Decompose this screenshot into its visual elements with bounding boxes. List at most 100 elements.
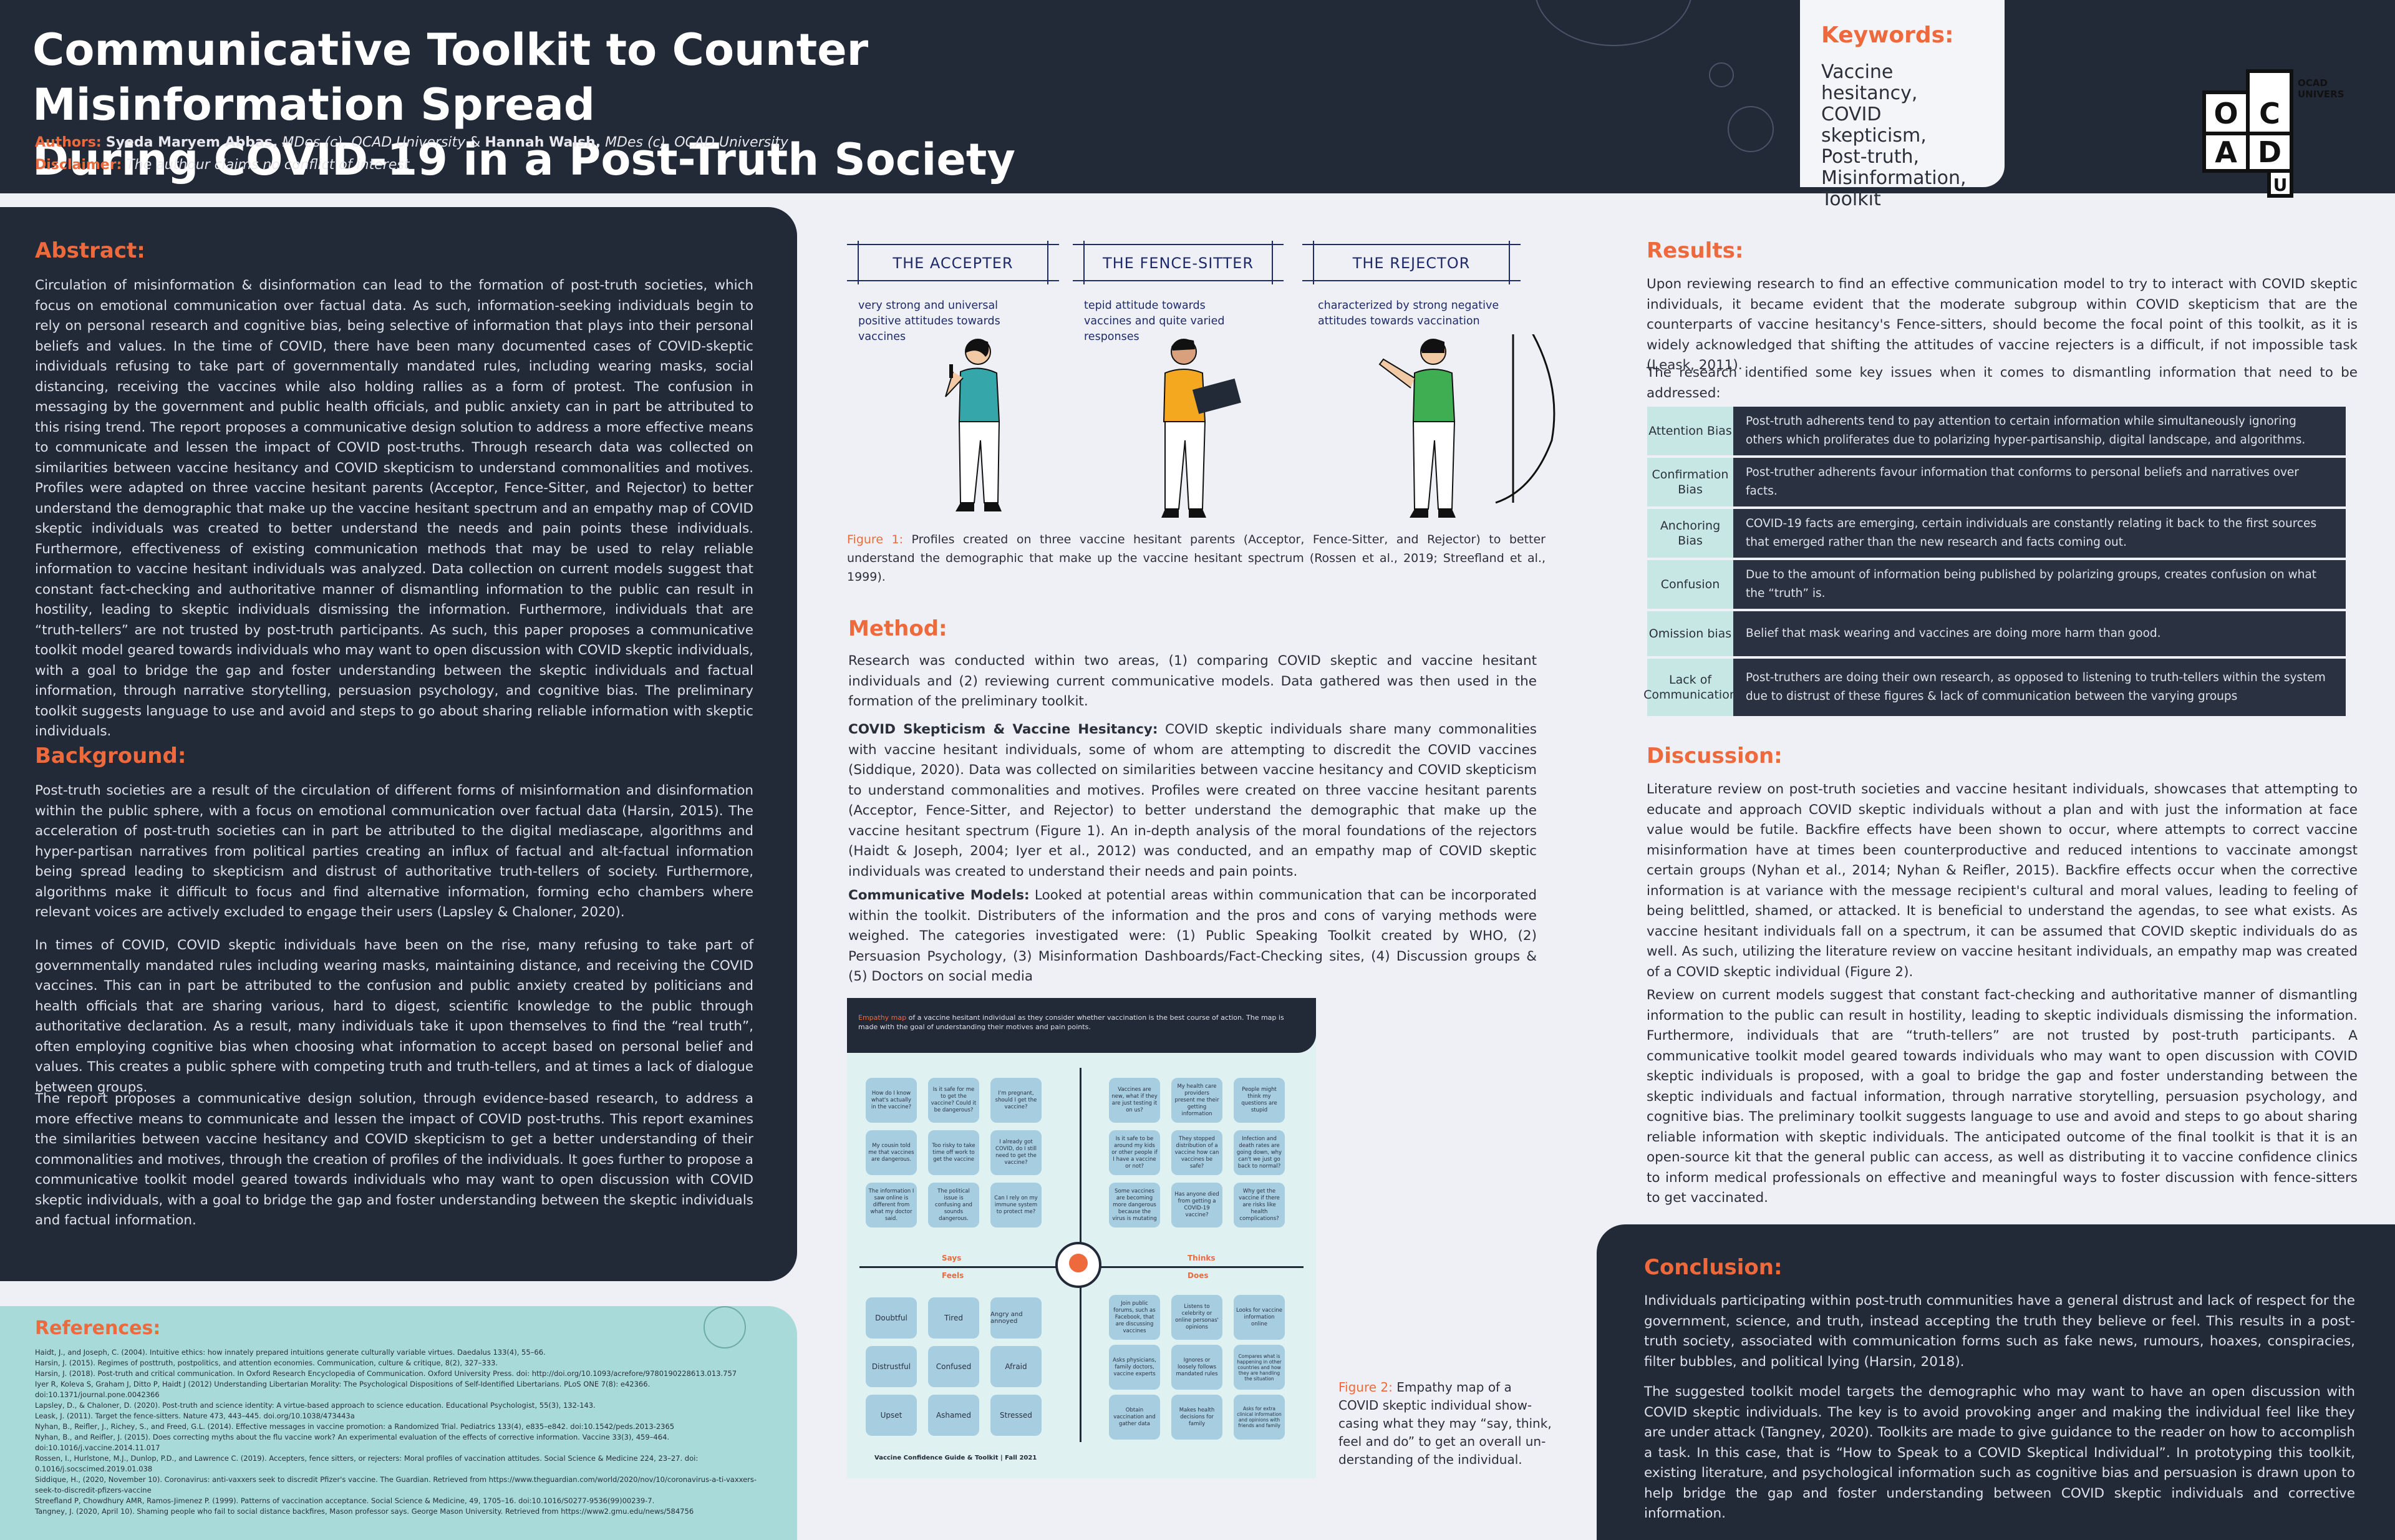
profile-fence-sitter-title: THE FENCE-SITTER: [1102, 254, 1254, 272]
method-p2-label: COVID Skepticism & Vaccine Hesitancy:: [848, 722, 1158, 737]
figure-2-caption-line: feel and do” to get an overall un-: [1338, 1434, 1546, 1449]
abstract-title: Abstract:: [35, 238, 145, 263]
conclusion-paragraph-2: The suggested toolkit model targets the …: [1644, 1384, 2355, 1521]
says-note: Is it safe for me to get the vaccine? Co…: [928, 1078, 979, 1123]
profile-accepter-title: THE ACCEPTER: [893, 254, 1014, 272]
thinks-note: My health care providers present me thei…: [1171, 1078, 1222, 1123]
author1-name: Syeda Maryem Abbas,: [105, 135, 278, 150]
row-label: Attention Bias: [1647, 407, 1733, 455]
says-note: The information I saw online is differen…: [866, 1183, 917, 1228]
does-note: Asks for extra clinical information and …: [1234, 1395, 1285, 1440]
empathy-map-footer: Vaccine Confidence Guide & Toolkit | Fal…: [874, 1455, 1037, 1461]
feels-note: Ashamed: [928, 1395, 979, 1436]
figure-2-caption: Figure 2: Empathy map of a COVID skeptic…: [1338, 1378, 1588, 1469]
says-note: Can I rely on my immune system to protec…: [990, 1183, 1042, 1228]
conclusion-panel: [1597, 1224, 2395, 1540]
does-note: Join public forums, such as Facebook, th…: [1109, 1295, 1160, 1340]
background-paragraph-2: In times of COVID, COVID skeptic individ…: [35, 937, 753, 1095]
empathy-map-feels-label: Feels: [942, 1271, 964, 1280]
keywords-title: Keywords:: [1821, 22, 1954, 48]
figure-1-caption: Figure 1: Profiles created on three vacc…: [847, 530, 1546, 586]
does-note: Listens to celebrity or online personas'…: [1171, 1295, 1222, 1340]
reference-item: Rossen, I., Hurlstone, M.J., Dunlop, P.D…: [35, 1454, 699, 1473]
authors-label: Authors:: [35, 135, 102, 150]
row-label: Lack of Communication: [1643, 659, 1737, 716]
method-title: Method:: [848, 616, 947, 641]
disclaimer-line: Disclaimer: The authour claims no confli…: [35, 157, 409, 173]
figure-2-caption-line: casing what they may “say, think,: [1338, 1416, 1552, 1431]
reference-item: Haidt, J., and Joseph, C. (2004). Intuit…: [35, 1348, 546, 1357]
thinks-note: Has anyone died from getting a COVID-19 …: [1171, 1183, 1222, 1228]
discussion-title: Discussion:: [1647, 743, 1783, 768]
empathy-map-header: [847, 998, 1316, 1053]
empathy-map-thinks-label: Thinks: [1188, 1254, 1216, 1262]
figure-2-label: Figure 2:: [1338, 1380, 1393, 1395]
results-title: Results:: [1647, 238, 1744, 263]
does-note: Asks physicians, family doctors, vaccine…: [1109, 1345, 1160, 1390]
profile-rejector-description: characterized by strong negative attitud…: [1318, 299, 1499, 327]
row-text: Post-truthers are doing their own resear…: [1733, 659, 2346, 716]
authors-line: Authors: Syeda Maryem Abbas, MDes (c), O…: [35, 135, 788, 150]
keyword-item: Misinformation,: [1821, 167, 1967, 189]
author2-affiliation: MDes (c), OCAD University: [605, 135, 788, 150]
logo-letter: O: [2214, 97, 2238, 130]
results-paragraph-2: The research identified some key issues …: [1647, 365, 2358, 401]
references-title: References:: [35, 1317, 161, 1339]
title-line-2: During COVID-19 in a Post-Truth Society: [32, 134, 1015, 185]
reference-item: Tangney, J. (2020, April 10). Shaming pe…: [35, 1507, 694, 1516]
background-title: Background:: [35, 743, 186, 768]
figure-2-caption-line: Empathy map of a: [1396, 1380, 1512, 1395]
results-paragraph-1: Upon reviewing research to find an effec…: [1647, 276, 2358, 373]
row-label: Omission bias: [1647, 611, 1733, 656]
does-note: Makes health decisions for family: [1171, 1395, 1222, 1440]
reference-item: Leask, J. (2011). Target the fence-sitte…: [35, 1412, 355, 1420]
keyword-item: Toolkit: [1821, 188, 1881, 210]
poster-title: Communicative Toolkit to Counter Misinfo…: [32, 22, 1249, 187]
method-paragraph-1: Research was conducted within two areas,…: [848, 653, 1537, 709]
row-label: Anchoring Bias: [1647, 509, 1733, 558]
thinks-note: Is it safe to be around my kids or other…: [1109, 1130, 1160, 1175]
empathy-map-intro-label: Empathy map: [858, 1014, 907, 1022]
logo-letter: D: [2258, 135, 2281, 169]
feels-note: Upset: [866, 1395, 917, 1436]
figure-1-profiles: THE ACCEPTER THE FENCE-SITTER THE REJECT…: [847, 241, 1570, 528]
method-paragraph-3: Communicative Models: Looked at potentia…: [848, 886, 1537, 987]
background-paragraph-3: The report proposes a communicative desi…: [35, 1091, 753, 1228]
figure-1-caption-text: Profiles created on three vaccine hesita…: [847, 533, 1546, 584]
empathy-map-does-label: Does: [1188, 1271, 1209, 1280]
figure-2-caption-line: COVID skeptic individual show-: [1338, 1398, 1532, 1413]
empathy-map-person-icon: [1069, 1254, 1088, 1272]
author1-affiliation: MDes (c), OCAD University: [282, 135, 466, 150]
thinks-note: Some vaccines are becoming more dangerou…: [1109, 1183, 1160, 1228]
thinks-note: They stopped distribution of a vaccine h…: [1171, 1130, 1222, 1175]
empathy-map-intro: Empathy map of a vaccine hesitant indivi…: [858, 1013, 1295, 1032]
profile-fence-sitter-description: tepid attitude towards vaccines and quit…: [1084, 299, 1225, 343]
feels-note: Stressed: [990, 1395, 1042, 1436]
reference-item: Nyhan, B., and Reifler, J. (2015). Does …: [35, 1433, 670, 1452]
logo-letter: C: [2259, 97, 2280, 130]
figure-2-caption-line: derstanding of the individual.: [1338, 1452, 1522, 1467]
reference-item: Streefland P, Chowdhury AMR, Ramos-Jimen…: [35, 1496, 655, 1505]
feels-note: Afraid: [990, 1346, 1042, 1387]
feels-note: Distrustful: [866, 1346, 917, 1387]
disclaimer-label: Disclaimer:: [35, 157, 122, 173]
reference-item: Lapsley, D., & Chaloner, D. (2020). Post…: [35, 1401, 596, 1410]
logo-wordmark: OCAD: [2298, 77, 2328, 89]
references-panel: [0, 1306, 797, 1540]
thinks-note: Vaccines are new, what if they are just …: [1109, 1078, 1160, 1123]
row-text: Belief that mask wearing and vaccines ar…: [1733, 611, 2346, 656]
reference-item: Harsin, J. (2018). Post-truth and critic…: [35, 1369, 737, 1378]
references-list: Haidt, J., and Joseph, C. (2004). Intuit…: [35, 1347, 758, 1517]
background-paragraph-1: Post-truth societies are a result of the…: [35, 783, 753, 920]
abstract-background-panel: [0, 207, 797, 1281]
does-note: Looks for vaccine information online: [1234, 1295, 1285, 1340]
keywords-box: Keywords: Vaccine hesitancy, COVID skept…: [1796, 0, 2008, 210]
says-note: How do I know what's actually in the vac…: [866, 1078, 917, 1123]
fence-sitter-illustration: [1161, 339, 1241, 518]
thinks-note: Why get the vaccine if there are risks l…: [1234, 1183, 1285, 1228]
